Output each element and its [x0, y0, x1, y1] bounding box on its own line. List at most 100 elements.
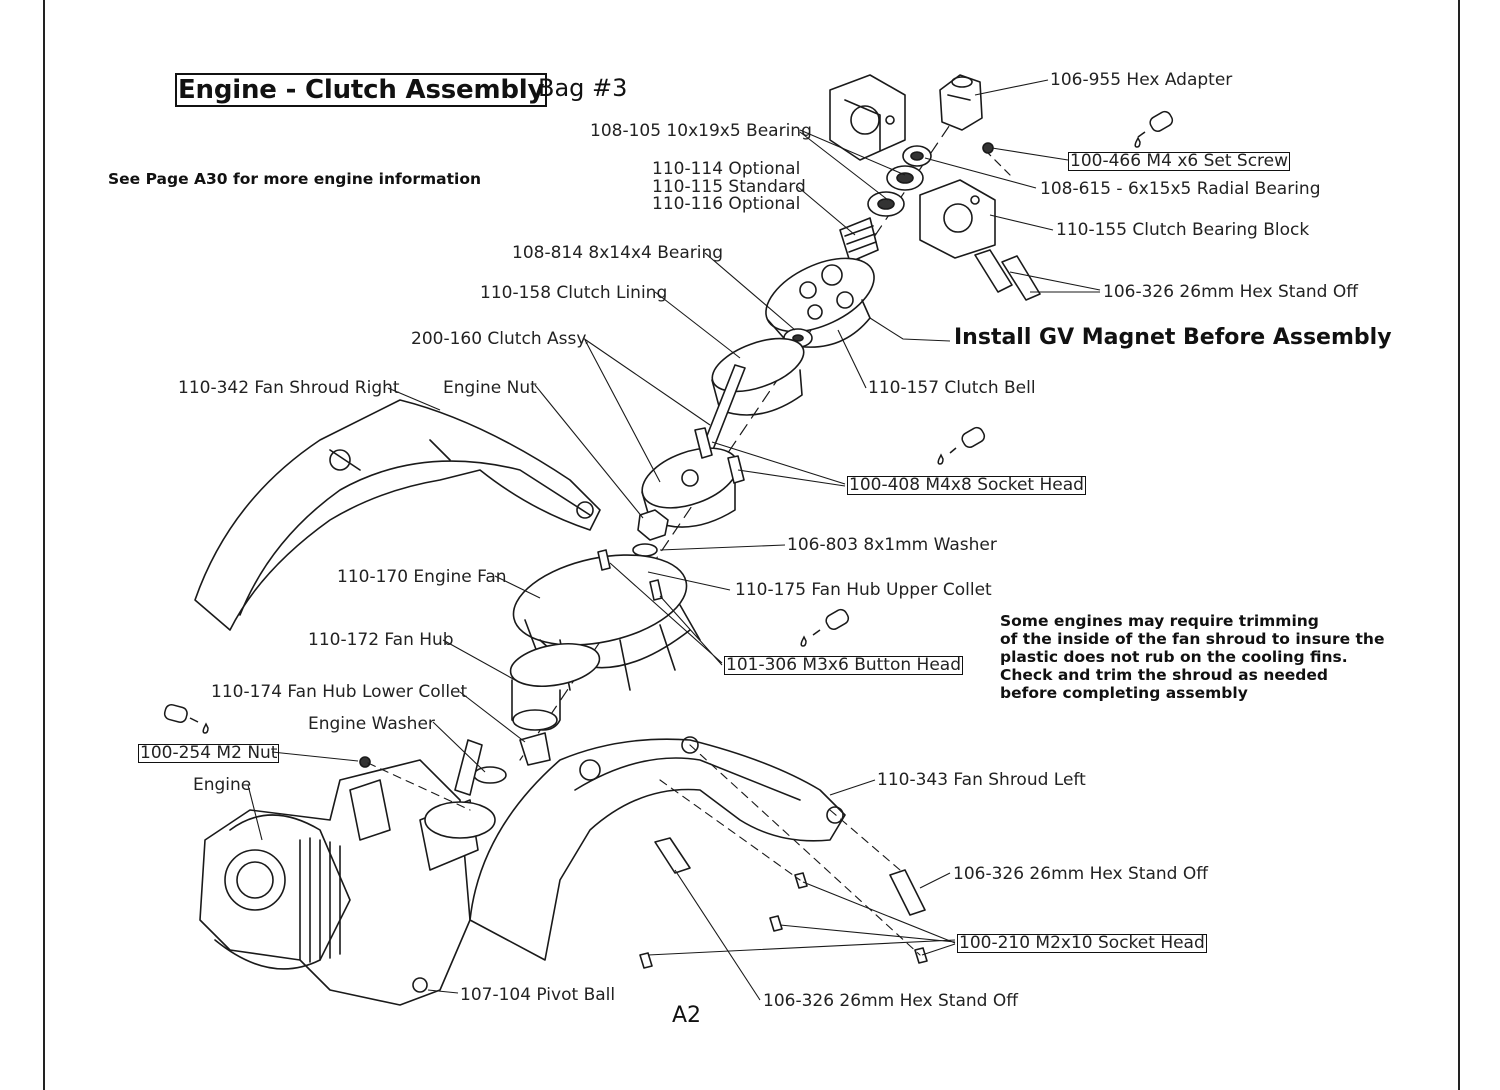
- clutch-bell-part: [765, 257, 875, 348]
- m2-screw-2: [769, 915, 783, 932]
- label-fan-shroud-right: 110-342 Fan Shroud Right: [178, 378, 400, 398]
- leader-bearing-10x19: [799, 129, 906, 201]
- label-engine: Engine: [193, 775, 252, 795]
- leader-clutch-assy: [582, 337, 711, 483]
- page-border-left: [43, 0, 45, 1090]
- set-screw-part: [982, 142, 994, 154]
- warning-line: plastic does not rub on the cooling fins…: [1000, 648, 1348, 666]
- socket-head-screw-2: [727, 455, 745, 484]
- label-bearing-10x19: 108-105 10x19x5 Bearing: [590, 121, 812, 141]
- label-engine-washer: Engine Washer: [308, 714, 435, 734]
- leader-clutch-bell: [837, 329, 867, 389]
- label-pinion-114: 110-114 Optional: [652, 159, 801, 179]
- label-button-head: 101-306 M3x6 Button Head: [724, 655, 963, 675]
- bag-number: Bag #3: [538, 74, 628, 102]
- leader-lower-collet: [459, 691, 526, 743]
- label-standoff-right: 106-326 26mm Hex Stand Off: [953, 864, 1208, 884]
- threadlock-bottle-icon-2: [937, 426, 986, 465]
- label-upper-collet: 110-175 Fan Hub Upper Collet: [735, 580, 992, 600]
- label-m2-nut: 100-254 M2 Nut: [138, 743, 280, 763]
- leader-set-screw: [991, 147, 1069, 161]
- leader-standoff-bottom: [674, 869, 761, 1001]
- leader-gv-magnet: [869, 317, 951, 342]
- hex-standoff-top-2: [1001, 255, 1041, 301]
- threadlock-bottle-icon-3: [800, 608, 850, 647]
- fan-shroud-left-part: [469, 736, 846, 961]
- leader-m2-nut: [271, 751, 359, 762]
- label-fan-hub: 110-172 Fan Hub: [308, 630, 454, 650]
- engine-info-note: See Page A30 for more engine information: [108, 170, 482, 188]
- leader-engine-nut: [534, 384, 644, 519]
- pinion-gear-part: [839, 217, 879, 263]
- leader-fan-hub: [442, 639, 516, 681]
- label-clutch-bell: 110-157 Clutch Bell: [868, 378, 1036, 398]
- label-socket-m4x8: 100-408 M4x8 Socket Head: [847, 475, 1086, 495]
- leader-fan-shroud-right: [387, 387, 441, 411]
- label-standoff-bottom: 106-326 26mm Hex Stand Off: [763, 991, 1018, 1011]
- label-bearing-block: 110-155 Clutch Bearing Block: [1056, 220, 1310, 240]
- m2-nut-part: [359, 756, 371, 768]
- leader-radial-bearing: [924, 157, 1037, 189]
- pivot-ball-part: [412, 977, 428, 993]
- page-border-right: [1458, 0, 1460, 1090]
- page-title: Engine - Clutch Assembly: [175, 73, 548, 107]
- threadlock-bottle-icon-1: [1134, 110, 1174, 148]
- leader-clutch-lining: [654, 291, 741, 359]
- leader-button-head: [609, 562, 723, 666]
- label-bearing-8x14: 108-814 8x14x4 Bearing: [512, 243, 724, 263]
- leader-bearing-block: [989, 214, 1054, 231]
- fan-shroud-right-part: [194, 399, 601, 631]
- leader-engine-fan: [494, 575, 541, 599]
- leader-standoff-top: [1009, 271, 1101, 293]
- hex-adapter-part: [939, 74, 983, 131]
- label-pinion-115: 110-115 Standard: [652, 177, 806, 197]
- label-radial-bearing: 108-615 - 6x15x5 Radial Bearing: [1040, 179, 1321, 199]
- fan-hub-part: [509, 643, 601, 731]
- washer-part: [632, 543, 658, 557]
- label-clutch-lining: 110-158 Clutch Lining: [480, 283, 668, 303]
- engine-washer-part: [473, 766, 507, 784]
- label-fan-shroud-left: 110-343 Fan Shroud Left: [877, 770, 1086, 790]
- engine-part: [199, 739, 496, 1006]
- leader-8x14-bearing: [704, 252, 796, 331]
- button-head-screw-1: [597, 549, 611, 571]
- leader-hex-adapter: [974, 79, 1049, 96]
- label-set-screw: 100-466 M4 x6 Set Screw: [1068, 151, 1291, 171]
- trimming-warning: Some engines may require trimming of the…: [1000, 612, 1384, 702]
- threadlock-bottle-icon-4: [163, 703, 209, 734]
- warning-line: of the inside of the fan shroud to insur…: [1000, 630, 1385, 648]
- m2-screw-4: [914, 947, 928, 964]
- m2-screw-3: [794, 872, 808, 889]
- leader-pivot-ball: [427, 989, 459, 994]
- leader-socket-m4x8: [711, 441, 846, 487]
- gv-magnet-note: Install GV Magnet Before Assembly: [954, 325, 1392, 350]
- clutch-bearing-block-lower: [919, 179, 996, 259]
- label-clutch-assy: 200-160 Clutch Assy.: [411, 329, 590, 349]
- warning-line: Some engines may require trimming: [1000, 612, 1319, 630]
- assembly-axis-dashed: [519, 109, 961, 761]
- page-number: A2: [672, 1003, 702, 1028]
- label-standoff-top: 106-326 26mm Hex Stand Off: [1103, 282, 1358, 302]
- hex-standoff-bottom-1: [654, 837, 691, 874]
- hex-standoff-bottom-2: [889, 869, 926, 916]
- label-hex-adapter: 106-955 Hex Adapter: [1050, 70, 1233, 90]
- label-pinion-116: 110-116 Optional: [652, 194, 801, 214]
- m2-screw-1: [639, 952, 653, 969]
- leader-engine: [247, 784, 263, 841]
- engine-nut-part: [637, 509, 669, 541]
- leader-pinion: [797, 186, 856, 236]
- label-engine-fan: 110-170 Engine Fan: [337, 567, 507, 587]
- label-lower-collet: 110-174 Fan Hub Lower Collet: [211, 682, 468, 702]
- leader-socket-m2x10: [647, 881, 956, 956]
- leader-washer: [659, 544, 786, 551]
- leader-standoff-right: [919, 872, 951, 889]
- leader-fan-shroud-left: [829, 779, 876, 796]
- label-pivot-ball: 107-104 Pivot Ball: [460, 985, 616, 1005]
- hex-standoff-top-1: [974, 249, 1013, 293]
- label-engine-nut: Engine Nut: [443, 378, 537, 398]
- socket-head-screw-1: [694, 427, 713, 459]
- label-washer: 106-803 8x1mm Washer: [787, 535, 997, 555]
- leader-engine-washer: [432, 721, 486, 773]
- clutch-bearing-block-upper: [829, 74, 906, 161]
